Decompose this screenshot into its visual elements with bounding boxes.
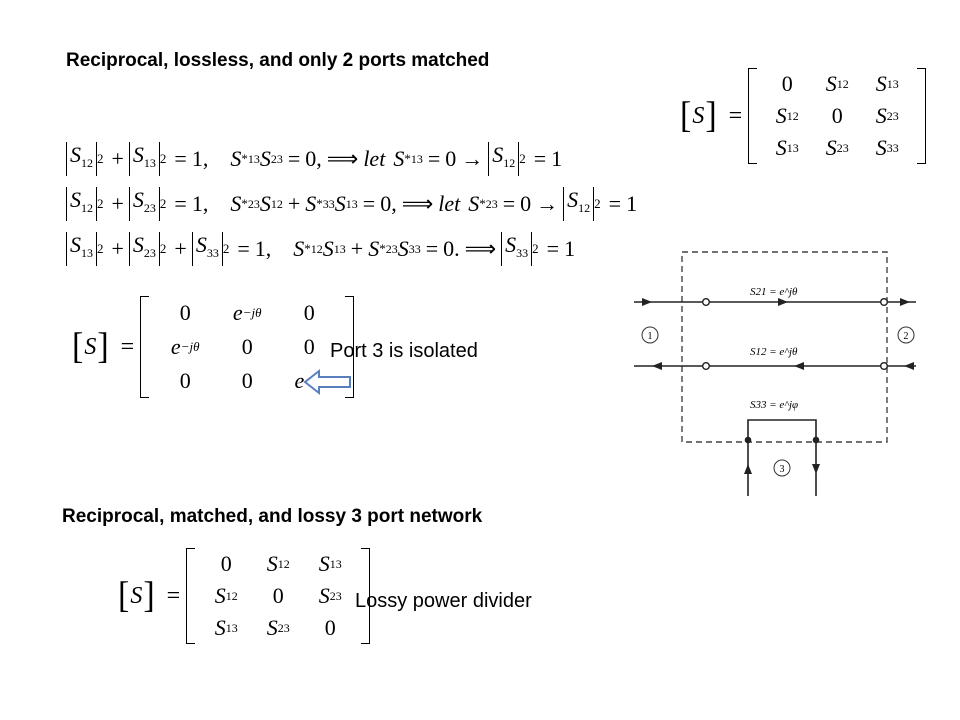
matrix-cell: e−jθ <box>232 300 262 325</box>
s21-label: S21 = e^jθ <box>750 286 798 298</box>
dashed-boundary <box>681 251 888 443</box>
matrix-cell: 0 <box>324 615 336 640</box>
matrix-cell: 0 <box>303 334 315 359</box>
matrix-cell: 0 <box>781 71 793 96</box>
matrix-cell: e−jθ <box>170 334 200 359</box>
network-diagram: 1 2 S21 = e^jθ S12 = e^jθ S33 = e^jφ 3 <box>620 238 920 496</box>
note-port3-isolated: Port 3 is isolated <box>330 340 478 362</box>
port-2-label: 2 <box>904 331 909 342</box>
port-1-label: 1 <box>648 331 653 342</box>
heading-lossless: Reciprocal, lossless, and only 2 ports m… <box>66 50 490 71</box>
matrix-cell: 0 <box>220 551 232 576</box>
matrix-cell: 0 <box>272 583 284 608</box>
matrix-cell: 0 <box>179 300 191 325</box>
matrix-cell: 0 <box>241 368 253 393</box>
matrix-cell: 0 <box>303 300 315 325</box>
left-arrow-icon <box>303 368 351 396</box>
matrix-lhs: [S] <box>72 326 109 367</box>
matrix-cell: 0 <box>831 103 843 128</box>
matrix-cell: 0 <box>179 368 191 393</box>
equals-sign: = <box>728 102 743 129</box>
equals-sign: = <box>166 582 181 609</box>
s12-label: S12 = e^jθ <box>750 346 798 358</box>
note-lossy-divider: Lossy power divider <box>355 590 532 612</box>
equals-sign: = <box>120 333 135 360</box>
s33-label: S33 = e^jφ <box>750 399 798 411</box>
port-3-label: 3 <box>780 464 785 475</box>
matrix-lhs: [S] <box>680 95 717 136</box>
heading-lossy: Reciprocal, matched, and lossy 3 port ne… <box>62 506 483 527</box>
matrix-cell: 0 <box>241 334 253 359</box>
matrix-lhs: [S] <box>118 575 155 616</box>
